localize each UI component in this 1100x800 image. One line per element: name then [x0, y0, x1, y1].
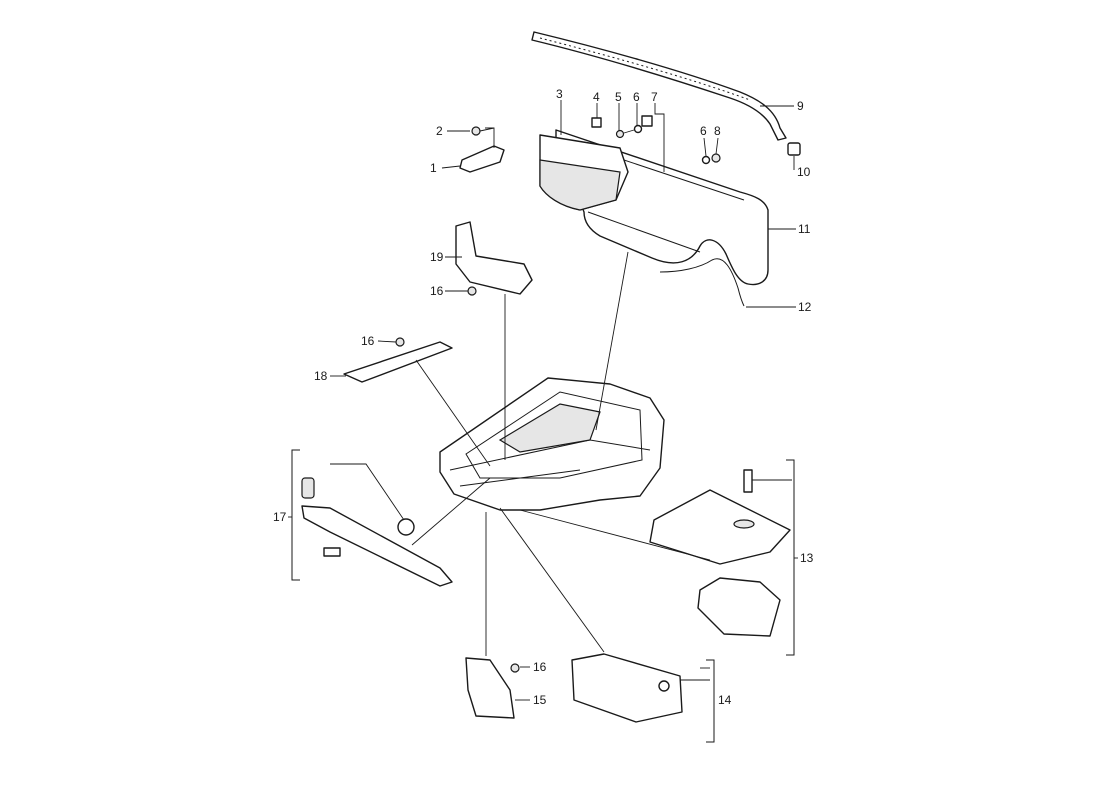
- nut-16b: [395, 337, 405, 347]
- lower-shield-13: [649, 469, 791, 637]
- seal-clip: [787, 142, 801, 156]
- callout-15[interactable]: 15: [533, 693, 547, 707]
- callout-18[interactable]: 18: [314, 369, 328, 383]
- group-bracket-14: [706, 659, 715, 743]
- bolt-5: [615, 129, 635, 139]
- tank-tray: [539, 134, 629, 211]
- clip-nut-4: [591, 117, 602, 128]
- nut-8: [711, 153, 721, 163]
- callout-7[interactable]: 7: [651, 90, 658, 104]
- group-bracket-17: [288, 449, 300, 581]
- callout-17[interactable]: 17: [273, 510, 287, 524]
- callout-2[interactable]: 2: [436, 124, 443, 138]
- release-cable: [659, 258, 745, 307]
- washer-6b: [701, 155, 711, 165]
- callout-13[interactable]: 13: [800, 551, 814, 565]
- cross-member-18: [343, 341, 453, 383]
- callout-5[interactable]: 5: [615, 90, 622, 104]
- callout-16a[interactable]: 16: [430, 284, 444, 298]
- bolt-2: [471, 126, 495, 136]
- callout-12[interactable]: 12: [798, 300, 812, 314]
- small-bracket-15: [465, 657, 515, 719]
- callout-14[interactable]: 14: [718, 693, 732, 707]
- callout-3[interactable]: 3: [556, 87, 563, 101]
- hinge-bracket: [459, 145, 505, 173]
- callout-1[interactable]: 1: [430, 161, 437, 175]
- callout-4[interactable]: 4: [593, 90, 600, 104]
- callouts: 1 2 3 4 5 6 7 6 8 9 10 11 12 19 16 16 18…: [273, 87, 814, 707]
- clip-7: [641, 115, 653, 127]
- callout-9[interactable]: 9: [797, 99, 804, 113]
- callout-11[interactable]: 11: [798, 222, 811, 236]
- callout-16b[interactable]: 16: [361, 334, 375, 348]
- group-bracket-13: [786, 459, 798, 656]
- hood-seal-strip: [531, 31, 787, 141]
- nut-16a: [467, 286, 477, 296]
- callout-8[interactable]: 8: [714, 124, 721, 138]
- side-bracket-14: [571, 653, 683, 723]
- washer-6a: [633, 124, 643, 134]
- callout-6a[interactable]: 6: [633, 90, 640, 104]
- leader-lines: [330, 100, 796, 701]
- bracket-19: [455, 221, 533, 295]
- callout-16c[interactable]: 16: [533, 660, 547, 674]
- callout-6b[interactable]: 6: [700, 124, 707, 138]
- bumper-bracket-assembly: [301, 477, 453, 587]
- front-body-shell: [439, 377, 665, 511]
- callout-10[interactable]: 10: [797, 165, 811, 179]
- nut-16c: [510, 663, 520, 673]
- callout-19[interactable]: 19: [430, 250, 444, 264]
